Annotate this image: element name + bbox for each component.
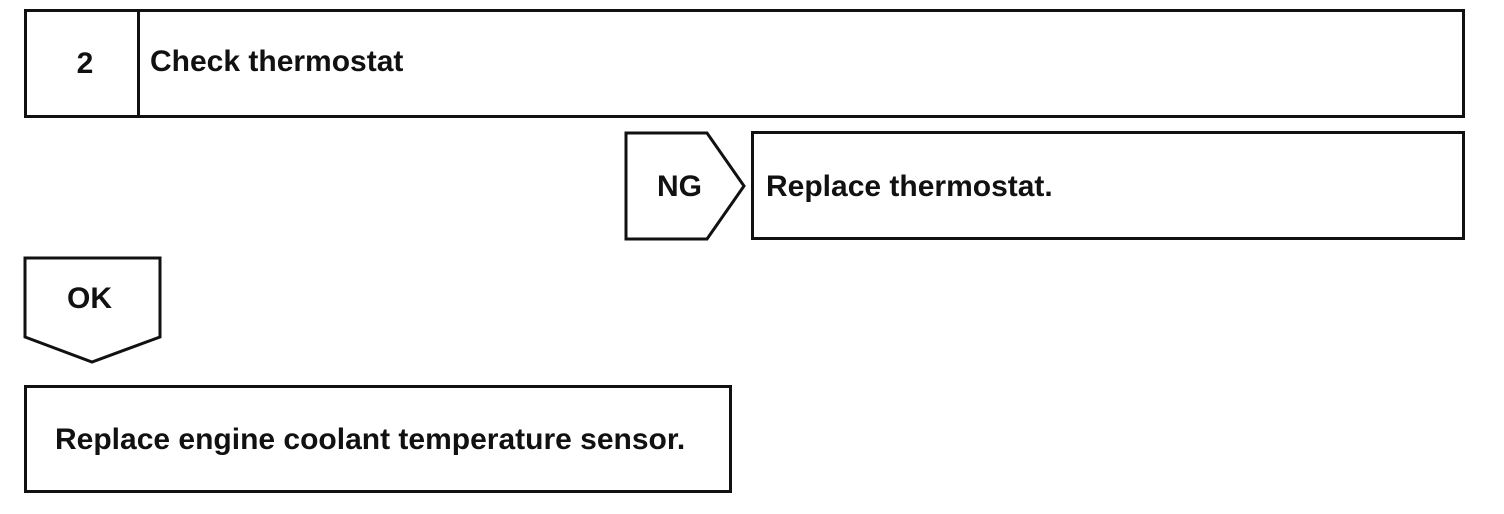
step-number-cell: 2 [24,9,140,118]
ng-result-text: Replace thermostat. [766,170,1053,203]
ng-result-box [751,131,1465,240]
step-number: 2 [76,46,94,80]
ng-label: NG [657,170,702,203]
step-title: Check thermostat [150,45,404,78]
ok-label: OK [67,282,112,315]
final-action-text: Replace engine coolant temperature senso… [55,423,686,456]
final-action-box [24,385,732,493]
step-header-box [24,9,1465,118]
